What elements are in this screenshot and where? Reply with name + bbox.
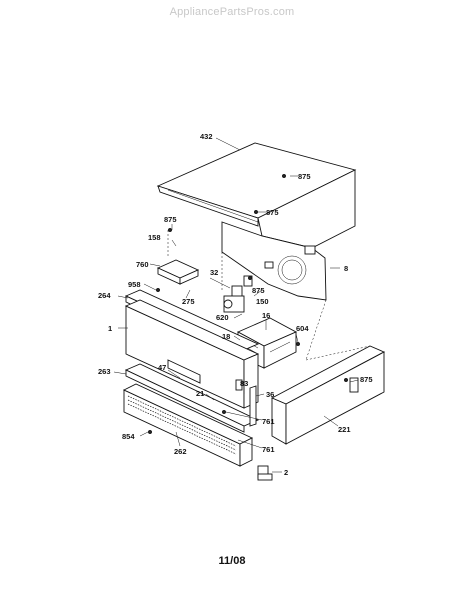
label-2: 2 — [284, 468, 288, 477]
back-frame-part[interactable] — [221, 221, 327, 301]
label-620: 620 — [216, 313, 229, 322]
label-263: 263 — [98, 367, 111, 376]
label-875-side: 875 — [360, 375, 373, 384]
revision-date: 11/08 — [218, 555, 246, 567]
label-604: 604 — [296, 324, 309, 333]
label-854: 854 — [122, 432, 135, 441]
leader-lines — [113, 137, 359, 473]
top-cover-part[interactable] — [156, 142, 357, 249]
label-875-bracket: 875 — [164, 215, 177, 224]
vent-grille-part[interactable] — [122, 383, 254, 467]
side-bracket-part[interactable] — [249, 385, 257, 427]
label-21: 21 — [196, 389, 204, 398]
switch-part[interactable] — [223, 275, 253, 313]
label-875-switch: 875 — [252, 286, 265, 295]
label-760: 760 — [136, 260, 149, 269]
label-150: 150 — [256, 297, 269, 306]
label-262: 262 — [174, 447, 187, 456]
label-221: 221 — [338, 425, 351, 434]
label-8: 8 — [344, 264, 348, 273]
label-761-lower: 761 — [262, 445, 275, 454]
side-panel-part[interactable] — [270, 345, 386, 445]
control-panel-part[interactable] — [124, 299, 260, 409]
part-labels: 432 875 875 875 158 760 32 8 958 264 275… — [98, 132, 373, 477]
label-875-top: 875 — [298, 172, 311, 181]
label-36: 36 — [266, 390, 274, 399]
label-275: 275 — [182, 297, 195, 306]
bracket-part[interactable] — [156, 259, 200, 285]
label-16: 16 — [262, 311, 270, 320]
label-875-cover: 875 — [266, 208, 279, 217]
label-264: 264 — [98, 291, 111, 300]
label-18: 18 — [222, 332, 230, 341]
clip-part[interactable] — [257, 465, 273, 481]
label-432: 432 — [200, 132, 213, 141]
assembly-guides — [167, 230, 371, 361]
label-47: 47 — [158, 363, 166, 372]
watermark: AppliancePartsPros.com — [169, 6, 295, 18]
label-1: 1 — [108, 324, 112, 333]
label-83: 83 — [240, 379, 248, 388]
label-958: 958 — [128, 280, 141, 289]
label-761-upper: 761 — [262, 417, 275, 426]
label-32: 32 — [210, 268, 218, 277]
label-158: 158 — [148, 233, 161, 242]
